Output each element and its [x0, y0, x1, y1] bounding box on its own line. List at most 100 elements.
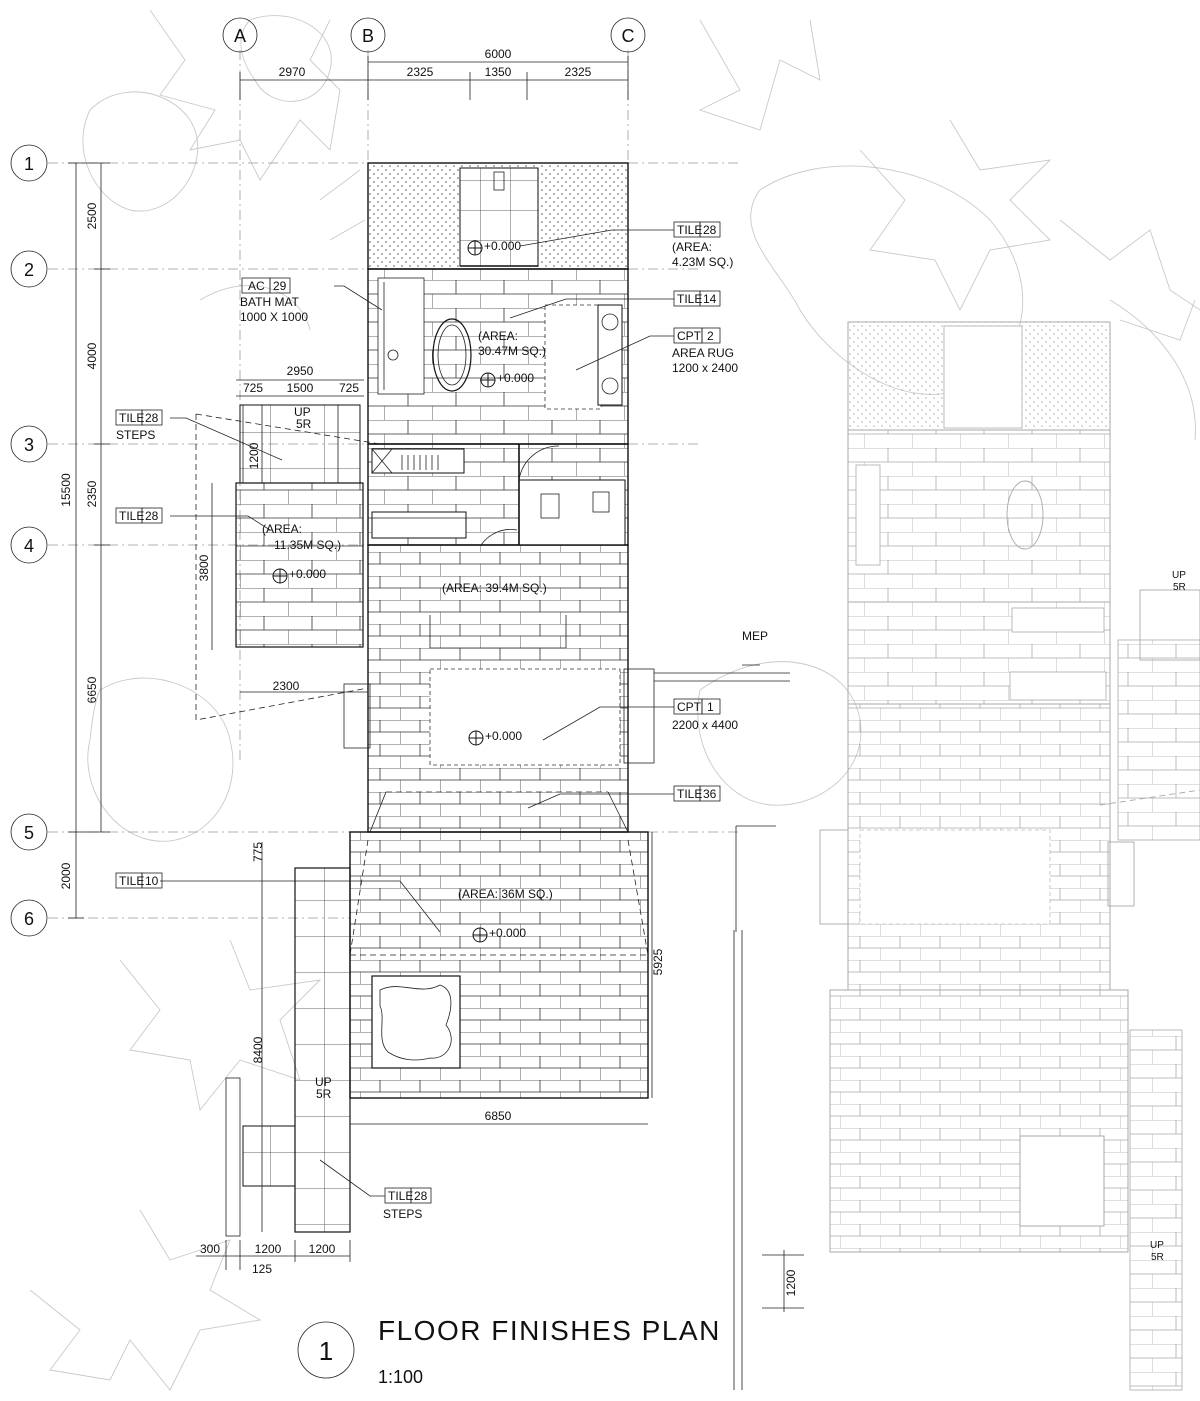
dim-2325-right: 2325 [565, 65, 592, 79]
stair-labels: UP 5R UP 5R [294, 405, 332, 1101]
dim-8400: 8400 [251, 1036, 265, 1063]
area-label-terrace: (AREA: 36M SQ.) [458, 887, 553, 901]
area-label-bathroom: 30.47M SQ.) [478, 344, 546, 358]
dim-1200-a: 1200 [255, 1242, 282, 1256]
grid-bubble-1: 1 [10, 144, 48, 182]
svg-text:5: 5 [24, 823, 34, 843]
grid-bubbles: A B C 1 2 3 4 5 6 [10, 17, 646, 937]
svg-text:+0.000: +0.000 [484, 239, 521, 253]
dim-1350: 1350 [485, 65, 512, 79]
area-labels: (AREA: 30.47M SQ.) (AREA: 11.35M SQ.) (A… [262, 329, 553, 901]
svg-text:AC: AC [248, 279, 265, 293]
svg-text:TILE: TILE [677, 292, 702, 306]
svg-text:+0.000: +0.000 [497, 371, 534, 385]
dim-6000: 6000 [485, 47, 512, 61]
risers-label: 5R [296, 417, 312, 431]
svg-text:4: 4 [24, 536, 34, 556]
dim-125: 125 [252, 1262, 272, 1276]
dim-2950: 2950 [287, 364, 314, 378]
dim-2000: 2000 [59, 862, 73, 889]
adjacent-unit-ghost: UP 5R UP 5R [819, 321, 1200, 1391]
terrace-dimensions: 6850 5925 8400 775 [251, 832, 665, 1125]
svg-text:AREA RUG: AREA RUG [672, 346, 734, 360]
grid-bubble-6: 6 [10, 899, 48, 937]
svg-text:B: B [362, 26, 374, 46]
dim-15500: 15500 [59, 473, 73, 507]
dim-5925: 5925 [651, 948, 665, 975]
level-marker: +0.000 [472, 926, 526, 943]
svg-text:10: 10 [145, 874, 159, 888]
drawing-title: FLOOR FINISHES PLAN [378, 1315, 721, 1346]
level-marker: +0.000 [468, 729, 522, 746]
svg-text:+0.000: +0.000 [289, 567, 326, 581]
risers-label: 5R [1151, 1252, 1164, 1263]
title-block: 1 FLOOR FINISHES PLAN 1:100 [297, 1315, 721, 1387]
grid-bubble-b: B [350, 17, 386, 53]
svg-text:A: A [234, 26, 246, 46]
svg-text:1200 x 2400: 1200 x 2400 [672, 361, 738, 375]
stair-dimensions: 2950 725 1500 725 1200 3800 2300 [197, 364, 368, 693]
dim-775: 775 [251, 842, 265, 862]
dim-2325-left: 2325 [407, 65, 434, 79]
svg-text:6: 6 [24, 909, 34, 929]
svg-text:(AREA:: (AREA: [672, 240, 712, 254]
dim-1200-b: 1200 [309, 1242, 336, 1256]
dim-3800: 3800 [197, 554, 211, 581]
level-marker: +0.000 [480, 371, 534, 388]
svg-text:CPT: CPT [677, 329, 702, 343]
svg-text:4.23M SQ.): 4.23M SQ.) [672, 255, 733, 269]
leader-lines [160, 229, 760, 1197]
grid-bubble-4: 4 [10, 526, 48, 564]
grid-bubble-c: C [610, 17, 646, 53]
up-label: UP [1150, 1240, 1164, 1251]
svg-text:2: 2 [707, 329, 714, 343]
level-marker: +0.000 [467, 239, 521, 256]
svg-text:STEPS: STEPS [383, 1207, 422, 1221]
svg-text:TILE: TILE [677, 223, 702, 237]
svg-text:1: 1 [707, 700, 714, 714]
dim-4000: 4000 [85, 342, 99, 369]
dim-2350: 2350 [85, 480, 99, 507]
svg-text:STEPS: STEPS [116, 428, 155, 442]
area-label-living: (AREA: 39.4M SQ.) [442, 581, 547, 595]
dim-725-right: 725 [339, 381, 359, 395]
dim-6650: 6650 [85, 676, 99, 703]
svg-text:TILE: TILE [119, 411, 144, 425]
area-label-deck: (AREA: [262, 522, 302, 536]
svg-text:14: 14 [703, 292, 717, 306]
grid-bubble-2: 2 [10, 250, 48, 288]
dim-2970: 2970 [279, 65, 306, 79]
svg-text:CPT: CPT [677, 700, 702, 714]
dim-2500: 2500 [85, 202, 99, 229]
dim-6850: 6850 [485, 1109, 512, 1123]
svg-text:TILE: TILE [388, 1189, 413, 1203]
svg-text:2: 2 [24, 260, 34, 280]
dim-1500: 1500 [287, 381, 314, 395]
svg-text:28: 28 [145, 411, 159, 425]
svg-text:28: 28 [145, 509, 159, 523]
svg-text:29: 29 [273, 279, 287, 293]
risers-label: 5R [1173, 582, 1186, 593]
svg-text:28: 28 [414, 1189, 428, 1203]
svg-text:TILE: TILE [119, 874, 144, 888]
up-label: UP [315, 1075, 332, 1089]
left-dimensions: 15500 2500 4000 2350 6650 2000 [59, 162, 110, 919]
svg-text:28: 28 [703, 223, 717, 237]
svg-text:+0.000: +0.000 [485, 729, 522, 743]
area-label-deck: 11.35M SQ.) [274, 538, 341, 552]
dim-300: 300 [200, 1242, 220, 1256]
svg-text:C: C [622, 26, 635, 46]
top-dimensions: 6000 2970 2325 1350 2325 [239, 47, 629, 100]
dim-725-left: 725 [243, 381, 263, 395]
drawing-scale: 1:100 [378, 1367, 423, 1387]
svg-text:2200 x 4400: 2200 x 4400 [672, 718, 738, 732]
svg-text:TILE: TILE [677, 787, 702, 801]
